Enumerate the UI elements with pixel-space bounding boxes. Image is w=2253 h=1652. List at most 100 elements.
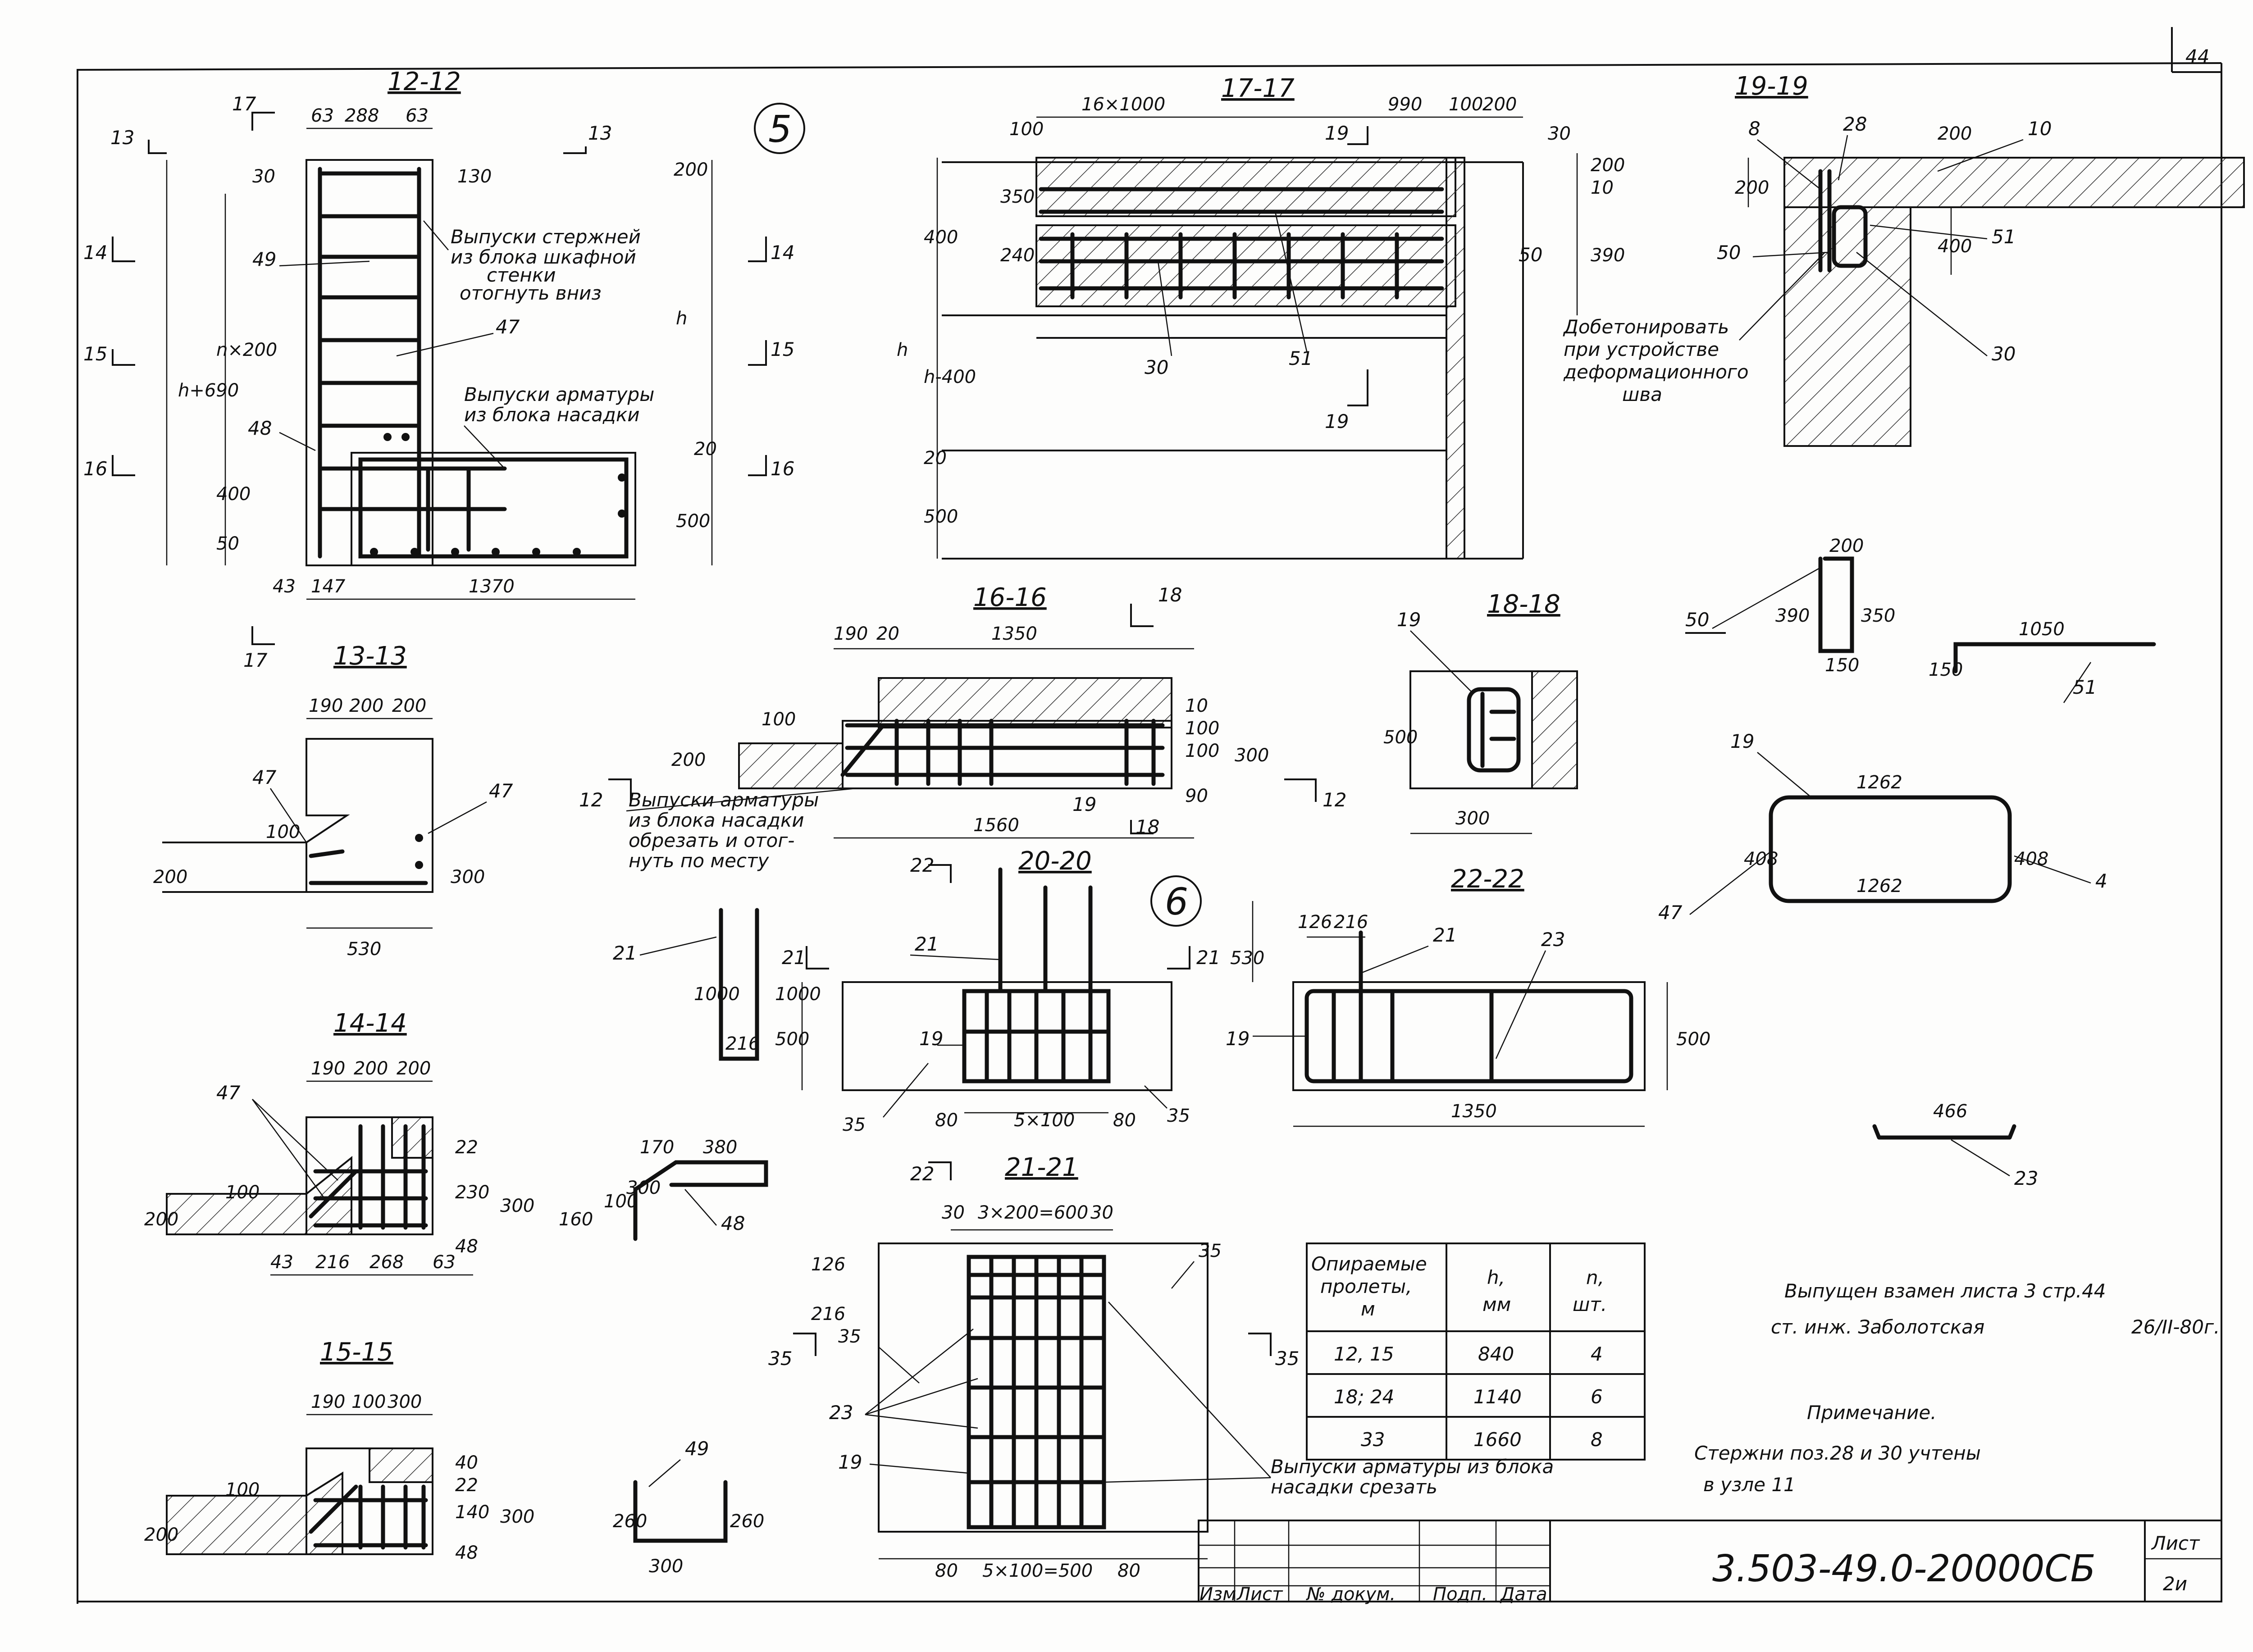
svg-text:8: 8 xyxy=(1591,1429,1603,1451)
svg-text:200: 200 xyxy=(1735,177,1769,198)
svg-text:h: h xyxy=(897,340,908,360)
rebar-cage-12 xyxy=(318,167,629,559)
svg-text:1350: 1350 xyxy=(1451,1101,1497,1122)
bar-shape-23: 466 23 xyxy=(1872,1101,2038,1189)
svg-text:50: 50 xyxy=(1519,244,1542,266)
svg-text:4: 4 xyxy=(1591,1343,1603,1365)
svg-text:216: 216 xyxy=(315,1252,350,1273)
section-title-12: 12-12 xyxy=(388,67,461,96)
bar-shape-51: 150 1050 51 xyxy=(1929,619,2156,703)
svg-text:12: 12 xyxy=(579,789,603,811)
svg-text:200: 200 xyxy=(354,1058,388,1079)
svg-text:126: 126 xyxy=(811,1254,845,1275)
section-15-15: 15-15 190 100 300 100 200 40 22 140 300 … xyxy=(144,1338,534,1563)
svg-text:140: 140 xyxy=(455,1502,489,1523)
svg-text:33: 33 xyxy=(1361,1429,1385,1451)
rebar-cage-16 xyxy=(840,719,1165,786)
svg-text:126: 126 xyxy=(1298,912,1332,933)
cut-markers-12: 17 17 13 13 14 14 15 15 16 16 xyxy=(83,93,794,671)
svg-text:300: 300 xyxy=(649,1556,683,1577)
svg-text:47: 47 xyxy=(1658,901,1683,924)
svg-text:1262: 1262 xyxy=(1856,876,1902,897)
svg-text:21: 21 xyxy=(1196,947,1220,969)
svg-text:1140: 1140 xyxy=(1473,1386,1522,1408)
svg-text:350: 350 xyxy=(1000,187,1035,207)
svg-text:216: 216 xyxy=(1334,912,1368,933)
svg-text:190: 190 xyxy=(309,696,343,716)
svg-text:18; 24: 18; 24 xyxy=(1334,1386,1394,1408)
svg-text:35: 35 xyxy=(843,1115,866,1135)
svg-text:200: 200 xyxy=(671,750,706,770)
svg-text:350: 350 xyxy=(1861,605,1895,626)
svg-text:21: 21 xyxy=(782,947,806,969)
svg-text:48: 48 xyxy=(455,1543,478,1563)
svg-text:23: 23 xyxy=(2014,1167,2038,1189)
svg-text:35: 35 xyxy=(1275,1347,1299,1370)
svg-text:51: 51 xyxy=(2073,676,2097,698)
issue-note: Выпущен взамен листа 3 стр.44 ст. инж. З… xyxy=(1771,1280,2220,1338)
svg-text:100: 100 xyxy=(225,1479,260,1500)
svg-text:200: 200 xyxy=(1829,536,1864,556)
svg-text:390: 390 xyxy=(1591,245,1625,266)
svg-text:268: 268 xyxy=(369,1252,404,1273)
dimensions-12: 63 288 63 30 130 200 n×200 h+690 h 400 5… xyxy=(166,105,717,600)
svg-text:200: 200 xyxy=(397,1058,431,1079)
svg-text:23: 23 xyxy=(1541,928,1565,951)
svg-text:6: 6 xyxy=(1165,881,1188,924)
svg-text:19: 19 xyxy=(1325,410,1349,432)
svg-text:насадки срезать: насадки срезать xyxy=(1271,1476,1437,1498)
note-cap-bars: Выпуски арматуры из блока насадки xyxy=(464,383,654,469)
svg-text:22: 22 xyxy=(455,1475,478,1496)
svg-text:1050: 1050 xyxy=(2019,619,2065,640)
dim: 63 xyxy=(406,105,429,126)
svg-text:150: 150 xyxy=(1825,655,1859,676)
svg-text:63: 63 xyxy=(433,1252,456,1273)
svg-text:30: 30 xyxy=(1992,343,2016,365)
svg-text:21: 21 xyxy=(915,933,939,955)
pos-label: 48 xyxy=(248,417,272,439)
svg-text:21: 21 xyxy=(1433,924,1457,946)
dim: 50 xyxy=(216,533,239,554)
svg-text:19: 19 xyxy=(919,1028,943,1050)
svg-text:22: 22 xyxy=(910,1163,934,1185)
svg-text:18: 18 xyxy=(1158,584,1182,606)
svg-text:100: 100 xyxy=(1009,119,1044,140)
dim: h xyxy=(676,308,687,329)
svg-text:из блока насадки: из блока насадки xyxy=(464,404,640,426)
svg-text:5: 5 xyxy=(768,108,792,151)
svg-text:30: 30 xyxy=(1548,123,1571,144)
dim: 400 xyxy=(216,484,251,505)
svg-text:10: 10 xyxy=(1185,696,1208,716)
svg-text:6: 6 xyxy=(1591,1386,1603,1408)
pos-label: 47 xyxy=(496,316,520,338)
svg-text:Лист: Лист xyxy=(2151,1532,2200,1554)
svg-text:90: 90 xyxy=(1185,786,1208,806)
svg-text:47: 47 xyxy=(489,780,513,802)
svg-text:30: 30 xyxy=(1145,356,1168,378)
svg-text:300: 300 xyxy=(451,867,485,887)
svg-text:100: 100 xyxy=(225,1182,260,1203)
svg-text:48: 48 xyxy=(455,1236,478,1257)
svg-text:12, 15: 12, 15 xyxy=(1334,1343,1394,1365)
svg-text:5×100: 5×100 xyxy=(1014,1110,1075,1131)
section-21-21: 21-21 30 3×200=600 30 126 216 35 35 80 5… xyxy=(768,1153,1554,1581)
svg-text:Выпущен взамен листа 3 стр.44: Выпущен взамен листа 3 стр.44 xyxy=(1784,1280,2106,1302)
svg-text:190: 190 xyxy=(311,1392,345,1412)
svg-text:30: 30 xyxy=(1090,1202,1113,1223)
svg-text:390: 390 xyxy=(1775,605,1810,626)
svg-text:17: 17 xyxy=(243,649,268,671)
svg-text:стенки: стенки xyxy=(487,264,556,286)
svg-text:1000: 1000 xyxy=(775,984,821,1005)
node-mark-6: 6 xyxy=(1150,875,1202,927)
svg-text:35: 35 xyxy=(768,1347,792,1370)
svg-text:35: 35 xyxy=(1199,1241,1222,1261)
section-22-22: 22-22 530 126 216 500 1350 21 23 19 xyxy=(1226,865,1710,1127)
dim: 200 xyxy=(674,159,708,180)
svg-text:260: 260 xyxy=(613,1511,647,1532)
svg-text:100: 100 xyxy=(1185,718,1219,739)
section-title-14: 14-14 xyxy=(333,1009,407,1038)
svg-text:Опираемые: Опираемые xyxy=(1311,1253,1427,1275)
svg-text:16: 16 xyxy=(83,458,107,480)
dim: 500 xyxy=(676,511,710,532)
svg-text:200: 200 xyxy=(1482,94,1517,115)
